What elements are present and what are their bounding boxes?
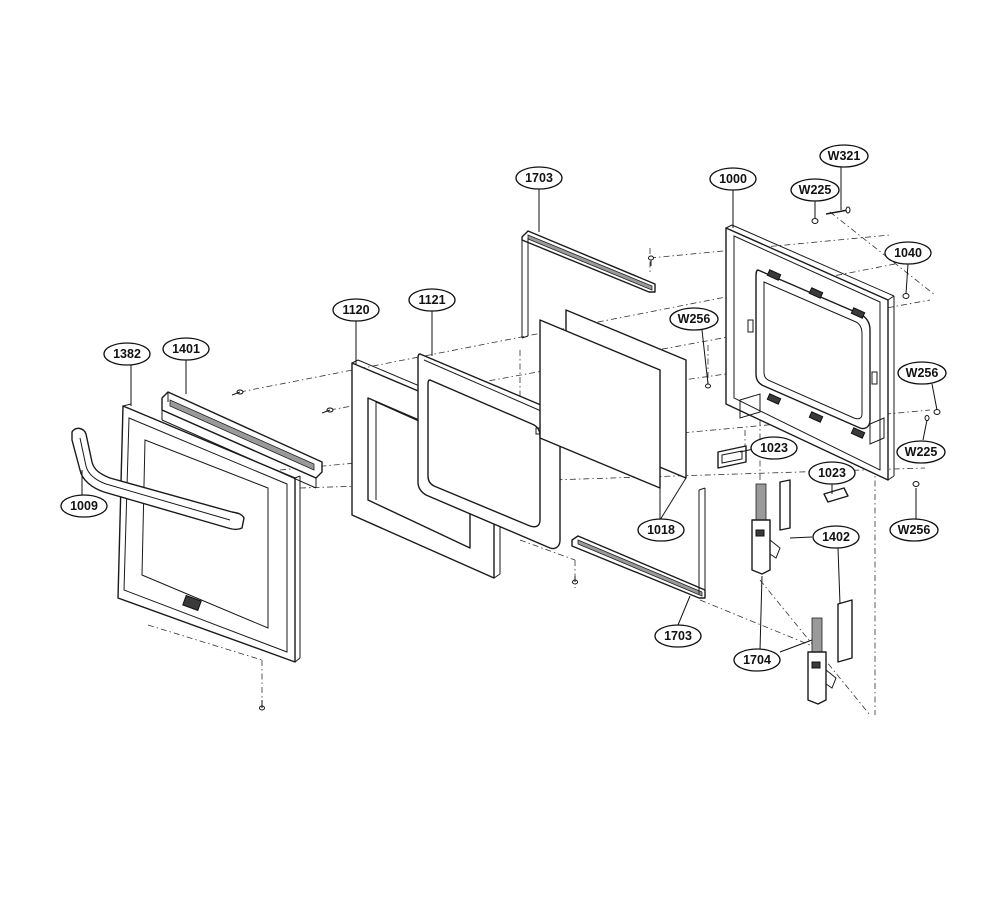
callout-1401: 1401 (162, 337, 210, 361)
svg-text:1000: 1000 (719, 172, 747, 186)
callout-1040: 1040 (884, 241, 932, 265)
door-liner (725, 224, 895, 481)
vent-trim (161, 391, 323, 489)
svg-text:1009: 1009 (70, 499, 98, 513)
svg-text:W256: W256 (898, 523, 931, 537)
callout-1703-bottom: 1703 (654, 624, 702, 648)
svg-text:1018: 1018 (647, 523, 675, 537)
w321-screw (825, 209, 849, 215)
svg-text:W225: W225 (905, 445, 938, 459)
door-handle (71, 427, 245, 531)
w1040-nut (902, 293, 910, 299)
trim-screws (231, 389, 334, 414)
svg-text:1401: 1401 (172, 342, 200, 356)
w225-washer-right (924, 415, 930, 421)
outer-door-panel (117, 403, 301, 663)
door-glass-panes (539, 309, 687, 521)
callout-1120: 1120 (332, 298, 380, 322)
callout-1009: 1009 (60, 494, 108, 518)
callout-1023-b: 1023 (808, 461, 856, 485)
w225-washer-top (811, 218, 819, 224)
callout-1402: 1402 (812, 525, 860, 549)
callout-w321: W321 (819, 144, 869, 168)
hinge-covers (779, 479, 853, 663)
svg-text:1402: 1402 (822, 530, 850, 544)
callout-1018: 1018 (637, 518, 685, 542)
w256-washer-low (912, 481, 920, 487)
hinge-receivers (717, 445, 849, 503)
retainer-screws (259, 255, 711, 711)
callout-1703-top: 1703 (515, 166, 563, 190)
callout-1000: 1000 (709, 167, 757, 191)
callout-w256-right: W256 (897, 361, 947, 385)
svg-text:1120: 1120 (342, 303, 369, 317)
svg-text:1382: 1382 (113, 347, 141, 361)
svg-text:W225: W225 (799, 183, 832, 197)
callout-w225-top: W225 (790, 178, 840, 202)
svg-text:1703: 1703 (525, 171, 553, 185)
bottom-glass-retainer (571, 487, 706, 599)
callout-1023-a: 1023 (750, 436, 798, 460)
door-badge-icon (182, 594, 202, 612)
leader-lines (81, 167, 938, 653)
callout-w256-mid: W256 (669, 307, 719, 331)
svg-text:1040: 1040 (894, 246, 922, 260)
svg-text:W256: W256 (678, 312, 711, 326)
callout-w256-low: W256 (889, 518, 939, 542)
svg-text:1704: 1704 (743, 653, 771, 667)
svg-text:1703: 1703 (664, 629, 692, 643)
door-glass-frame (417, 353, 561, 550)
top-glass-retainer (521, 230, 656, 339)
svg-text:W321: W321 (828, 149, 861, 163)
svg-text:1121: 1121 (418, 293, 445, 307)
svg-text:1023: 1023 (818, 466, 846, 480)
callout-1704: 1704 (733, 648, 781, 672)
w256-washer-right (933, 409, 941, 415)
svg-text:1023: 1023 (760, 441, 788, 455)
callout-1382: 1382 (103, 342, 151, 366)
hinges (751, 483, 837, 705)
svg-text:W256: W256 (906, 366, 939, 380)
callout-1121: 1121 (408, 288, 456, 312)
callout-w225-right: W225 (896, 440, 946, 464)
